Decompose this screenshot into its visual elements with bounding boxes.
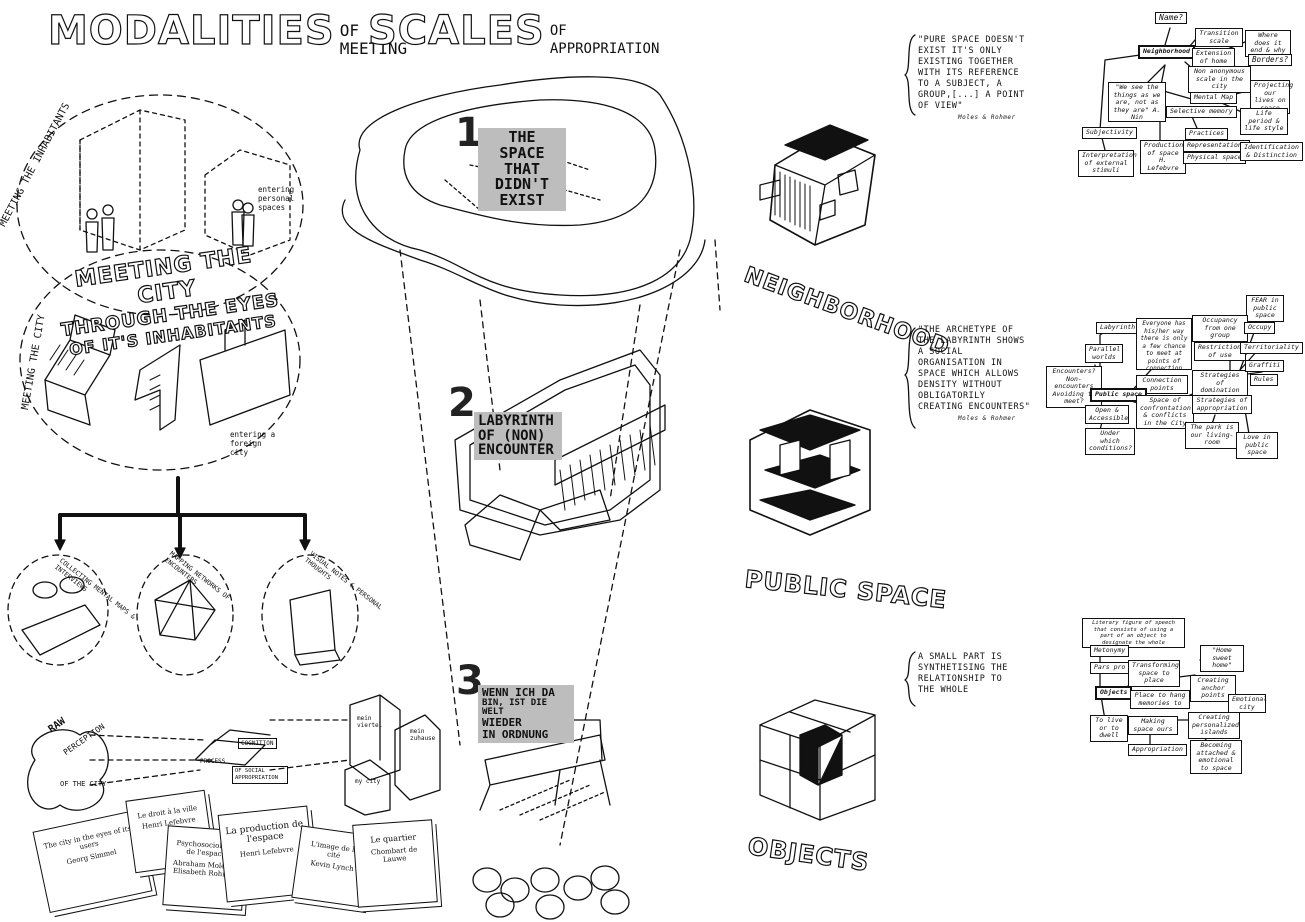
ps-love: Love in public space [1236,432,1278,459]
nb-mental-map: Mental Map [1190,92,1238,104]
ob-home: "Home sweet home" [1200,645,1244,672]
nb-non-anonymous: Non anonymous scale in the city [1188,66,1251,93]
step-3-line-4: IN ORDNUNG [482,727,549,741]
cognition-label: COGNITION [238,738,277,749]
step-3-line-2: BIN, IST DIE WELT [482,697,548,717]
ob-making: Making space ours [1128,716,1178,735]
book-quartier-author: Chombart de Lauwe [370,845,418,864]
step-1-line-1: THE SPACE [499,128,545,162]
nb-extension: Extension of home [1192,48,1235,67]
step-1-label: THE SPACE THAT DIDN'T EXIST [478,128,566,211]
nb-subjectivity: Subjectivity [1082,127,1137,139]
nb-life-period: Life period & life style [1240,108,1288,135]
scales-heading: SCALES OF APPROPRIATION [367,7,680,58]
modalities-title: MODALITIES [47,7,335,54]
book-quartier-title: Le quartier [370,832,417,845]
quote-labyrinth: "THE ARCHETYPE OF THE LABYRINTH SHOWS A … [918,325,1033,424]
nb-name: Name? [1155,12,1188,24]
ps-public-space: Public space [1090,388,1147,402]
step-2-line-2: OF (NON) [478,427,546,444]
city-circle [19,249,301,471]
nb-interpretation: Interpretation of external stimuli [1078,150,1137,177]
step-2-line-3: ENCOUNTER [478,442,554,459]
inhabitants-circle [16,94,304,316]
quote-pure-space-text: "PURE SPACE DOESN'T EXIST IT'S ONLY EXIS… [918,35,1025,111]
scales-subtitle: OF APPROPRIATION [549,22,660,57]
ps-restrictions: Restrictions of use [1194,342,1246,361]
quote-small-part: A SMALL PART IS SYNTHETISING THE RELATIO… [918,652,1013,696]
ps-domination: Strategies of domination [1192,370,1248,397]
nb-selective: Selective memory [1166,106,1237,118]
nb-production: Production of space H. Lefebvre [1140,140,1186,174]
ob-metonymy: Metonymy [1090,645,1130,657]
book-quartier: Le quartier Chombart de Lauwe [352,819,438,908]
ps-confrontation: Space of confrontation & conflicts in th… [1136,395,1194,429]
ob-islands: Creating personalized islands [1188,712,1240,739]
nb-identification: Identification & Distinction [1240,142,1303,161]
label-entering-city: entering a foreign city [230,430,276,457]
quote-labyrinth-text: "THE ARCHETYPE OF THE LABYRINTH SHOWS A … [918,325,1031,412]
nb-we-see: "We see the things as we are, not as the… [1108,82,1166,122]
step-2-label: LABYRINTH OF (NON) ENCOUNTER [474,412,562,461]
ob-emotional: Emotional city [1228,694,1267,713]
city-label-viertel: mein viertel [357,715,383,729]
ps-rules: Rules [1250,374,1278,386]
ps-appropriation: Strategies of appropriation [1192,395,1252,414]
ob-objects: Objects [1095,686,1133,700]
ob-memories: Place to hang memories to [1130,690,1190,709]
quote-pure-space: "PURE SPACE DOESN'T EXIST IT'S ONLY EXIS… [918,35,1033,123]
ps-labyrinth: Labyrinth [1096,322,1140,334]
process-label: PROCESS [200,758,226,765]
ob-appropriation: Appropriation [1128,744,1187,756]
step-1-line-2: THAT DIDN'T [494,159,550,194]
ps-parallel: Parallel worlds [1085,344,1123,363]
book-production-author: Henri Lefebvre [239,845,295,859]
step-3-label: WENN ICH DA BIN, IST DIE WELT WIEDER IN … [478,685,574,743]
ps-open: Open & Accessible [1085,405,1129,424]
ob-transforming: Transforming space to place [1128,660,1180,687]
quote-small-part-text: A SMALL PART IS SYNTHETISING THE RELATIO… [918,652,1008,695]
step-2-line-1: LABYRINTH [478,413,554,429]
nb-borders: Borders? [1248,54,1293,66]
ps-occupy: Occupy [1244,322,1276,334]
quote-pure-space-author: Moles & Rohmer [958,114,1016,121]
ps-fear: FEAR in public space [1246,295,1284,322]
step-1-line-3: EXIST [499,191,545,209]
modalities-heading: MODALITIES OF MEETING [47,7,420,58]
ps-everyone: Everyone has his/her way there is only a… [1136,318,1192,372]
ps-occupancy: Occupancy from one group [1192,315,1248,342]
nb-transition: Transition scale [1195,28,1243,47]
quote-labyrinth-author: Moles & Rohmer [958,415,1016,422]
scales-title: SCALES [367,7,545,54]
city-label-zuhause: mein zuhause [410,728,436,742]
ob-attached: Becoming attached & emotional to space [1190,740,1242,774]
label-entering-spaces: entering personal spaces [258,185,295,212]
book-production-title: La production de l'espace [224,819,304,845]
nb-physical: Physical space [1183,152,1246,164]
ob-live: To live or to dwell [1090,715,1128,742]
ps-territoriality: Territoriality [1240,342,1303,354]
ps-park: The park is our living-room [1185,422,1239,449]
ps-conditions: Under which conditions? [1085,428,1135,455]
nb-practices: Practices [1185,128,1229,140]
ps-connection: Connection points [1136,375,1188,394]
of-the-city-label: OF THE CITY [60,780,107,788]
social-appropriation-label: OF SOCIAL APPROPRIATION [232,766,288,784]
step-3-line-3: WIEDER [482,716,522,730]
modalities-subtitle: OF MEETING [339,20,408,58]
step-2-number: 2 [448,380,477,426]
ps-graffiti: Graffiti [1245,360,1285,372]
city-label-mycity: my city [355,778,381,785]
nb-where-end: Where does it end & why [1245,30,1291,57]
step-3-line-1: WENN ICH DA [482,686,555,699]
ob-literary: Literary figure of speech that consists … [1082,618,1185,648]
nb-neighborhood: Neighborhood [1138,45,1195,59]
